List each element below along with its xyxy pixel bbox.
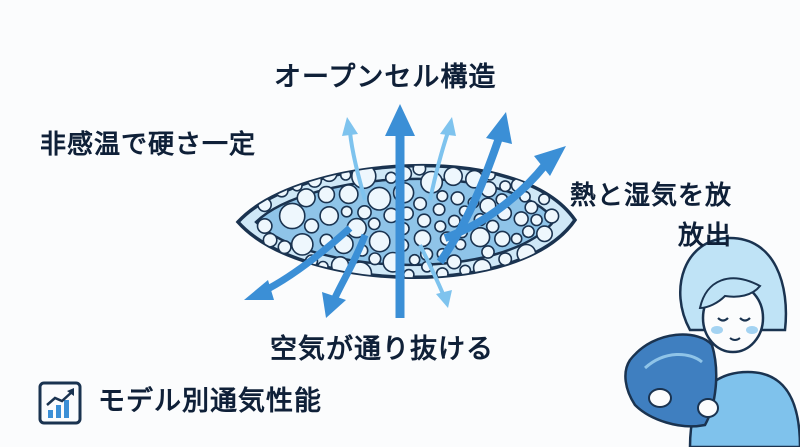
foam-cell <box>447 214 461 228</box>
foam-cell <box>412 165 427 176</box>
foam-cell <box>450 191 465 206</box>
airflow-arrow-up-right-thin <box>428 117 456 201</box>
airflow-arrow-down-right <box>418 244 452 308</box>
right-annotation-line1: 熱と湿気を放 <box>570 181 733 211</box>
foam-cell <box>256 218 273 235</box>
airflow-arrow-up-left <box>342 117 367 201</box>
foam-cell <box>317 185 336 204</box>
right-annotation-line2: 放出 <box>678 221 733 251</box>
foam-cell <box>368 252 382 266</box>
foam-cell <box>481 245 495 259</box>
foam-cell <box>278 202 306 230</box>
foam-cells <box>256 165 560 278</box>
foam-cell <box>472 258 492 278</box>
foam-cell <box>432 203 446 217</box>
foam-cell <box>443 166 464 187</box>
foam-cell <box>521 225 535 239</box>
airflow-arrow-up <box>385 104 415 318</box>
foam-cell <box>446 254 462 270</box>
footer-icon-spacer <box>42 378 82 418</box>
airflow-arrows <box>244 104 566 318</box>
footer-section: モデル別通気性能 <box>42 378 322 418</box>
chart-up-icon <box>38 381 82 425</box>
foam-cell <box>543 208 560 224</box>
foam-cell <box>524 200 539 215</box>
foam-cell <box>367 217 381 231</box>
foam-cell <box>338 184 359 205</box>
foam-cell <box>470 227 491 248</box>
foam-cell <box>290 232 314 256</box>
foam-cell <box>413 196 428 211</box>
foam-cell <box>277 240 292 255</box>
foam-cell <box>319 205 340 226</box>
foam-cell <box>368 230 391 253</box>
foam-block <box>235 163 578 279</box>
foam-cell <box>408 253 421 266</box>
footer-heading: モデル別通気性能 <box>98 385 322 417</box>
foam-cell <box>499 180 512 193</box>
foam-cell <box>485 219 500 234</box>
foam-cell <box>510 232 523 245</box>
right-annotation: 熱と湿気を放 放出 <box>570 176 732 256</box>
foam-cell <box>537 193 551 206</box>
foam-cell <box>367 186 392 211</box>
foam-cell <box>303 218 320 234</box>
left-annotation: 非感温で硬さ一定 <box>40 130 257 160</box>
foam-cell <box>434 220 447 233</box>
airflow-arrow-down <box>322 233 369 318</box>
foam-cell <box>436 190 449 203</box>
airflow-arrow-up-right <box>436 112 512 265</box>
foam-cell <box>296 188 316 208</box>
foam-cell <box>493 230 511 248</box>
foam-cell <box>413 229 432 248</box>
girl-with-pillow-illustration <box>624 236 800 447</box>
airflow-arrow-right <box>443 146 566 242</box>
foam-cell <box>340 205 353 218</box>
foam-cell <box>513 211 529 227</box>
foam-cell <box>416 213 432 228</box>
airflow-arrow-down-left <box>244 225 353 300</box>
foam-cell <box>530 213 543 227</box>
foam-cell <box>384 171 398 184</box>
foam-cell <box>357 204 372 220</box>
bottom-annotation: 空気が通り抜ける <box>270 334 494 365</box>
diagram-title: オープンセル構造 <box>274 62 497 93</box>
foam-cell <box>535 225 553 243</box>
